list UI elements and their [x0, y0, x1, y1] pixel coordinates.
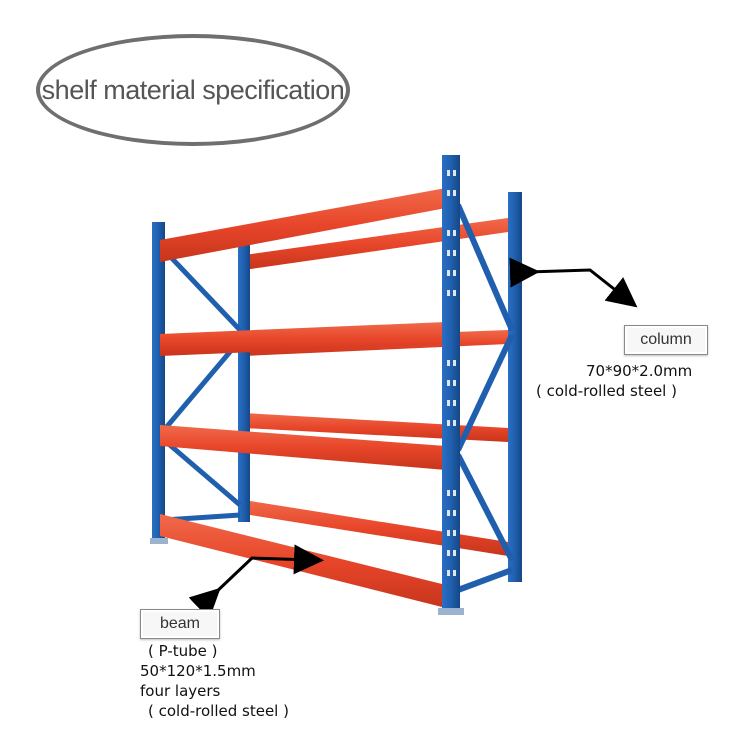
page-title: shelf material specification	[41, 74, 345, 105]
title-oval: shelf material specification	[36, 34, 350, 146]
back-beams	[244, 218, 508, 556]
beam-material: ( cold-rolled steel )	[148, 702, 289, 720]
rear-left-post	[238, 240, 250, 522]
column-size: 70*90*2.0mm	[586, 362, 693, 380]
right-frame-bracing	[455, 203, 515, 593]
rear-right-post	[508, 192, 522, 582]
beam-layers: four layers	[140, 682, 221, 700]
column-label: column	[624, 325, 708, 355]
beam-size: 50*120*1.5mm	[140, 662, 256, 680]
beam-type: ( P-tube )	[148, 642, 218, 660]
left-frame-bracing	[162, 248, 242, 523]
column-material: ( cold-rolled steel )	[536, 382, 677, 400]
beam-label: beam	[140, 609, 220, 639]
column-pointer-arrow	[509, 257, 638, 308]
front-left-post	[150, 222, 168, 544]
front-right-post	[438, 155, 464, 615]
beam-pointer-arrow	[188, 544, 324, 620]
